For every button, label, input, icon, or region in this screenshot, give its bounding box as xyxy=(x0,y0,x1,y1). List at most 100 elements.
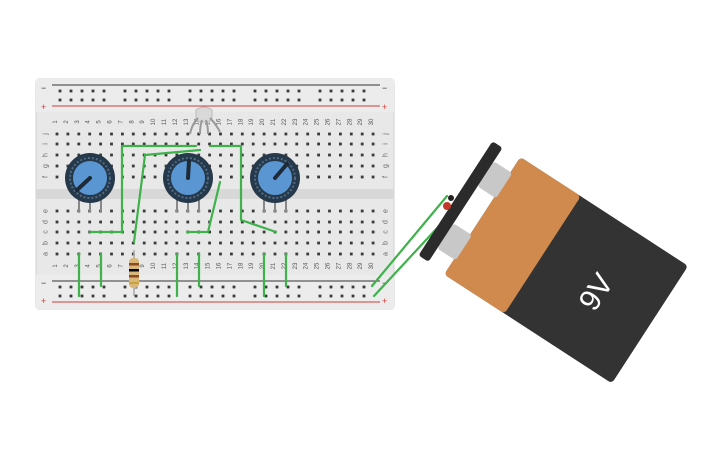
terminal-hole[interactable] xyxy=(328,220,331,224)
terminal-hole[interactable] xyxy=(142,230,146,234)
terminal-hole[interactable] xyxy=(349,132,353,136)
terminal-hole[interactable] xyxy=(219,241,222,245)
terminal-hole[interactable] xyxy=(339,164,342,168)
terminal-hole[interactable] xyxy=(131,209,135,213)
terminal-hole[interactable] xyxy=(230,164,233,168)
terminal-hole[interactable] xyxy=(295,241,299,245)
rail-hole[interactable] xyxy=(221,294,225,298)
rail-hole[interactable] xyxy=(69,285,73,289)
terminal-hole[interactable] xyxy=(273,132,277,136)
rail-hole[interactable] xyxy=(362,89,366,93)
terminal-hole[interactable] xyxy=(197,132,201,136)
rail-hole[interactable] xyxy=(253,285,257,289)
terminal-hole[interactable] xyxy=(219,175,222,179)
rgb-led[interactable] xyxy=(189,106,221,135)
rail-hole[interactable] xyxy=(123,294,127,298)
terminal-hole[interactable] xyxy=(55,220,59,224)
terminal-hole[interactable] xyxy=(262,132,266,136)
terminal-hole[interactable] xyxy=(88,220,92,224)
terminal-hole[interactable] xyxy=(273,142,277,146)
rail-hole[interactable] xyxy=(134,98,138,102)
rail-hole[interactable] xyxy=(275,89,279,93)
terminal-hole[interactable] xyxy=(284,132,288,136)
terminal-hole[interactable] xyxy=(55,230,59,234)
terminal-hole[interactable] xyxy=(230,142,233,146)
terminal-hole[interactable] xyxy=(208,142,211,146)
terminal-hole[interactable] xyxy=(164,164,168,168)
rail-hole[interactable] xyxy=(286,285,290,289)
wire-resistor-led[interactable] xyxy=(132,148,202,244)
terminal-hole[interactable] xyxy=(360,241,364,245)
terminal-hole[interactable] xyxy=(339,220,342,224)
terminal-hole[interactable] xyxy=(197,241,201,245)
terminal-hole[interactable] xyxy=(273,241,277,245)
rail-hole[interactable] xyxy=(221,98,225,102)
rail-hole[interactable] xyxy=(167,89,171,93)
terminal-hole[interactable] xyxy=(175,220,179,224)
terminal-hole[interactable] xyxy=(360,230,364,234)
rail-hole[interactable] xyxy=(297,98,301,102)
terminal-hole[interactable] xyxy=(219,164,222,168)
terminal-hole[interactable] xyxy=(360,220,364,224)
terminal-hole[interactable] xyxy=(77,132,81,136)
terminal-hole[interactable] xyxy=(77,241,81,245)
terminal-hole[interactable] xyxy=(99,153,102,157)
terminal-hole[interactable] xyxy=(360,132,364,136)
terminal-hole[interactable] xyxy=(175,153,179,157)
rail-hole[interactable] xyxy=(167,294,171,298)
terminal-hole[interactable] xyxy=(371,142,375,146)
terminal-hole[interactable] xyxy=(240,220,244,224)
terminal-hole[interactable] xyxy=(284,220,288,224)
rail-hole[interactable] xyxy=(351,89,355,93)
terminal-hole[interactable] xyxy=(153,164,157,168)
rail-hole[interactable] xyxy=(264,98,268,102)
rail-hole[interactable] xyxy=(156,89,160,93)
terminal-hole[interactable] xyxy=(262,142,266,146)
terminal-hole[interactable] xyxy=(142,241,146,245)
terminal-hole[interactable] xyxy=(219,142,222,146)
terminal-hole[interactable] xyxy=(273,220,277,224)
terminal-hole[interactable] xyxy=(251,132,255,136)
terminal-hole[interactable] xyxy=(317,220,320,224)
rail-hole[interactable] xyxy=(102,89,106,93)
terminal-hole[interactable] xyxy=(371,164,375,168)
rail-hole[interactable] xyxy=(340,294,344,298)
rail-hole[interactable] xyxy=(102,294,106,298)
rail-hole[interactable] xyxy=(275,285,279,289)
rail-hole[interactable] xyxy=(232,285,236,289)
terminal-hole[interactable] xyxy=(197,153,201,157)
terminal-hole[interactable] xyxy=(284,230,288,234)
rail-hole[interactable] xyxy=(297,285,301,289)
rail-hole[interactable] xyxy=(80,98,84,102)
terminal-hole[interactable] xyxy=(349,252,353,256)
terminal-hole[interactable] xyxy=(240,132,244,136)
rail-hole[interactable] xyxy=(275,98,279,102)
rail-hole[interactable] xyxy=(123,285,127,289)
terminal-hole[interactable] xyxy=(77,142,81,146)
rail-hole[interactable] xyxy=(318,89,322,93)
terminal-hole[interactable] xyxy=(306,209,310,213)
terminal-hole[interactable] xyxy=(230,220,233,224)
rail-hole[interactable] xyxy=(362,294,366,298)
rail-hole[interactable] xyxy=(156,98,160,102)
terminal-hole[interactable] xyxy=(284,153,288,157)
terminal-hole[interactable] xyxy=(360,209,364,213)
terminal-hole[interactable] xyxy=(66,209,70,213)
terminal-hole[interactable] xyxy=(55,175,59,179)
terminal-hole[interactable] xyxy=(219,252,222,256)
terminal-hole[interactable] xyxy=(164,230,168,234)
potentiometer-2[interactable] xyxy=(163,153,213,212)
rail-hole[interactable] xyxy=(210,285,214,289)
rail-hole[interactable] xyxy=(58,98,62,102)
resistor[interactable] xyxy=(129,250,139,296)
terminal-hole[interactable] xyxy=(153,241,157,245)
terminal-hole[interactable] xyxy=(175,142,179,146)
terminal-hole[interactable] xyxy=(142,175,146,179)
rail-hole[interactable] xyxy=(232,89,236,93)
terminal-hole[interactable] xyxy=(164,142,168,146)
terminal-hole[interactable] xyxy=(306,252,310,256)
rail-hole[interactable] xyxy=(167,285,171,289)
terminal-hole[interactable] xyxy=(66,153,70,157)
terminal-hole[interactable] xyxy=(55,153,59,157)
terminal-hole[interactable] xyxy=(55,241,59,245)
